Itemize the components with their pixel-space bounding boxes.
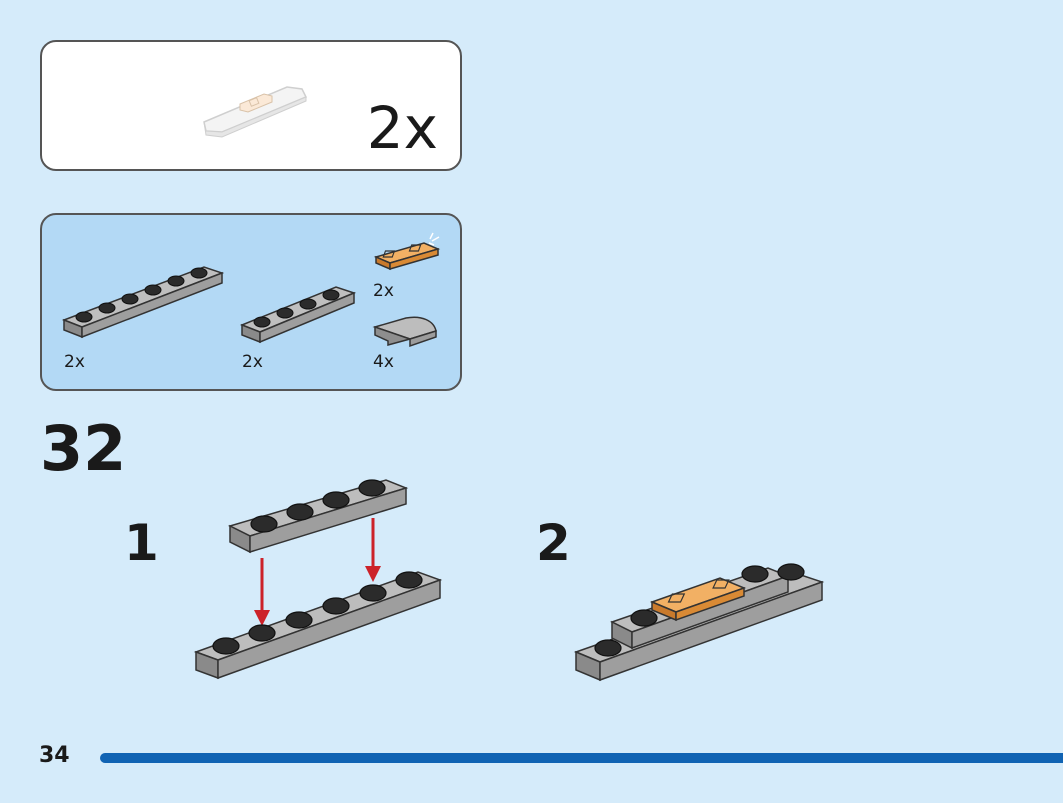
tile-gold-image — [373, 232, 441, 271]
substep-2-illustration — [573, 563, 825, 682]
submodel-preview-image — [203, 86, 308, 138]
step-number: 32 — [40, 412, 127, 485]
part-qty-4: 4x — [373, 352, 394, 372]
progress-bar — [100, 753, 1063, 763]
part-qty-2: 2x — [242, 352, 263, 372]
substep-1-illustration — [193, 479, 443, 680]
substep-number-2: 2 — [536, 514, 571, 572]
slope-curved-image — [372, 316, 437, 348]
submodel-box: 2x — [40, 40, 462, 171]
part-qty-1: 2x — [64, 352, 85, 372]
submodel-quantity: 2x — [366, 94, 438, 162]
parts-list-panel: 2x 2x 2x 4x — [40, 213, 462, 391]
substep-number-1: 1 — [124, 514, 159, 572]
part-qty-3: 2x — [373, 281, 394, 301]
plate-1x6-image — [61, 266, 225, 339]
page-number: 34 — [39, 743, 70, 768]
plate-1x4-image — [239, 286, 357, 344]
